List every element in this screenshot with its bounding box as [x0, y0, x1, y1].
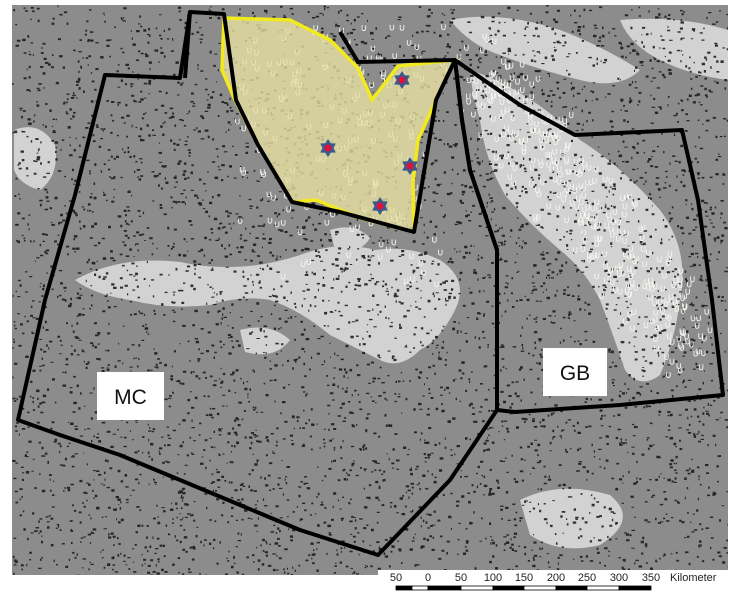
scale-tick-label: 150	[515, 572, 533, 584]
north-boundary	[183, 11, 456, 79]
scale-bar-segment	[523, 585, 557, 591]
scale-bar-segment	[492, 585, 525, 591]
terrain-texture	[12, 5, 728, 575]
scale-tick-label: 50	[455, 572, 467, 584]
study-site-marker[interactable]	[394, 71, 410, 89]
site-dot	[376, 202, 384, 210]
gb-label-box: GB	[543, 348, 607, 396]
terrain-speckle	[12, 5, 728, 575]
mc-region-boundary[interactable]	[16, 10, 499, 557]
scale-tick-label: 300	[610, 572, 628, 584]
small-lake	[240, 327, 290, 355]
gb-region-boundary[interactable]	[453, 58, 725, 414]
gb-label-bg	[543, 348, 607, 396]
scale-bar-segment	[411, 585, 429, 591]
mc-label: MC	[114, 386, 147, 409]
site-dot	[324, 144, 332, 152]
scale-tick-label: 250	[578, 572, 596, 584]
scale-bar-segment	[555, 585, 588, 591]
water-bodies	[14, 16, 728, 549]
scale-tick-label: 50	[390, 572, 402, 584]
scale-bar-segment	[460, 585, 494, 591]
scale-bar-segment	[586, 585, 620, 591]
west-lake	[14, 127, 56, 190]
mc-label-bg	[97, 372, 164, 420]
site-dot	[406, 162, 414, 170]
small-lake	[330, 227, 370, 252]
study-site-marker[interactable]	[402, 157, 418, 175]
scale-bar-segment	[618, 585, 652, 591]
site-dot	[398, 76, 406, 84]
scale-unit-label: Kilometer	[670, 572, 717, 584]
scale-tick-label: 100	[484, 572, 502, 584]
scale-bar-segment	[395, 585, 413, 591]
study-site-marker[interactable]	[320, 139, 336, 157]
study-site-marker[interactable]	[372, 197, 388, 215]
east-lake	[470, 70, 683, 382]
scale-bar: 50 0 50 100 150 200 250 300 350 Kilometer	[378, 570, 730, 593]
scale-bar-segment	[427, 585, 462, 591]
scale-tick-label: 350	[642, 572, 660, 584]
south-lake	[520, 488, 623, 549]
gb-label: GB	[560, 362, 590, 385]
study-sites	[320, 71, 418, 215]
mc-label-box: MC	[97, 372, 164, 420]
central-lake	[75, 246, 460, 364]
scale-tick-label: 0	[425, 572, 431, 584]
scale-tick-label: 200	[547, 572, 565, 584]
